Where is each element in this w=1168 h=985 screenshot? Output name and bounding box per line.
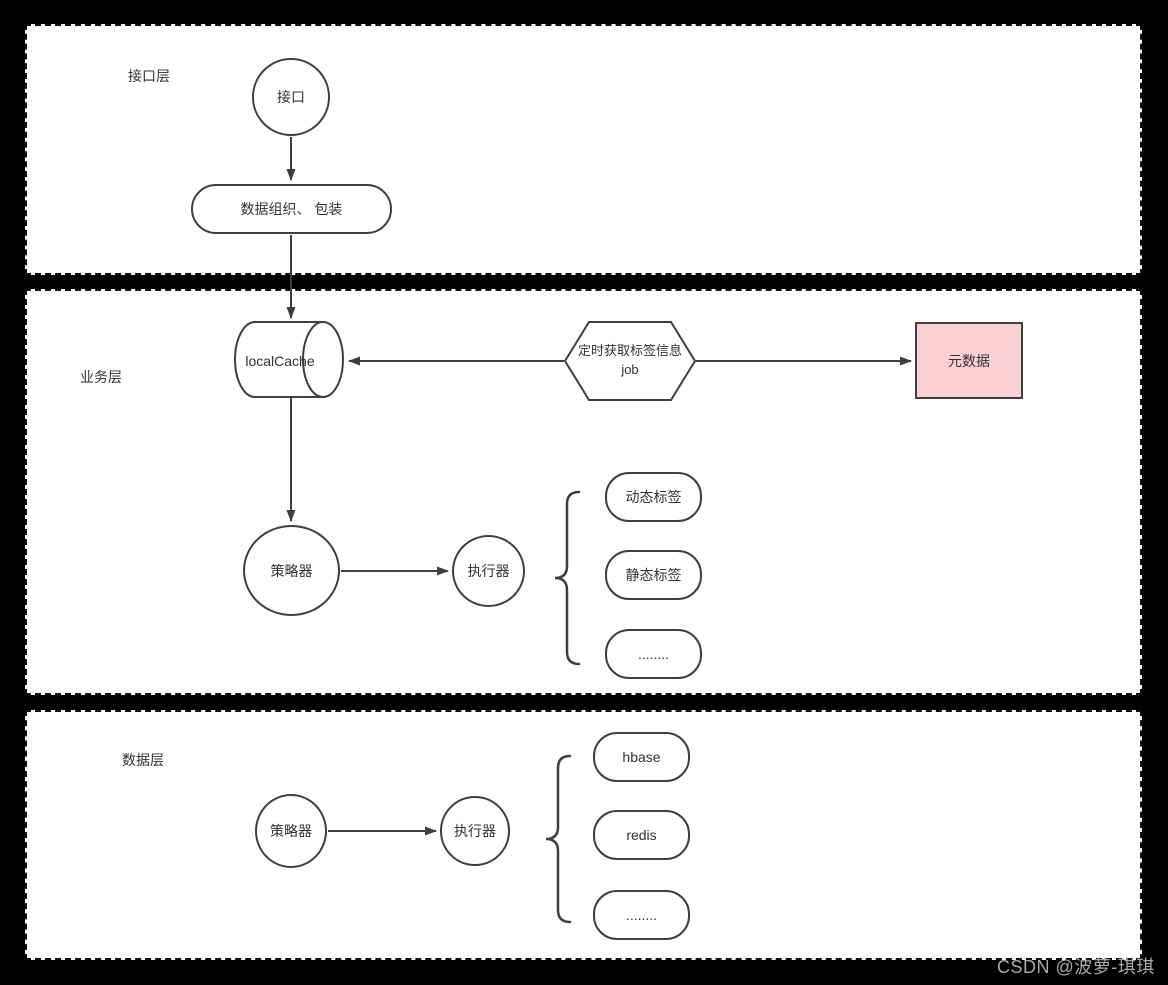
- brace-data-stores: [545, 754, 572, 924]
- packaging-node: 数据组织、 包装: [191, 184, 392, 234]
- tag-node-dynamic: 动态标签: [605, 472, 702, 522]
- strategy-node-business: 策略器: [243, 525, 340, 616]
- localcache-cylinder: [234, 321, 344, 398]
- interface-layer-label: 接口层: [128, 68, 170, 84]
- tag-node-more: ........: [605, 629, 702, 679]
- executor-node-business: 执行器: [452, 535, 525, 607]
- csdn-watermark: CSDN @波萝-琪琪: [997, 957, 1155, 977]
- store-node-redis: redis: [593, 810, 690, 860]
- interface-node: 接口: [252, 58, 330, 136]
- business-layer-label: 业务层: [80, 369, 122, 385]
- job-hexagon-label: 定时获取标签信息 job: [572, 332, 688, 390]
- localcache-label: localCache: [245, 353, 315, 369]
- data-layer-label: 数据层: [122, 752, 164, 768]
- tag-node-static: 静态标签: [605, 550, 702, 600]
- store-node-more: ........: [593, 890, 690, 940]
- job-hexagon-label-line2: job: [621, 362, 639, 377]
- strategy-node-data: 策略器: [255, 794, 327, 868]
- data-layer-panel: [25, 710, 1142, 960]
- executor-node-data: 执行器: [440, 796, 510, 866]
- metadata-node: 元数据: [915, 322, 1023, 399]
- job-hexagon-label-line1: 定时获取标签信息: [577, 343, 682, 359]
- job-hexagon: [563, 321, 697, 401]
- store-node-hbase: hbase: [593, 732, 690, 782]
- brace-business-tags: [554, 490, 581, 666]
